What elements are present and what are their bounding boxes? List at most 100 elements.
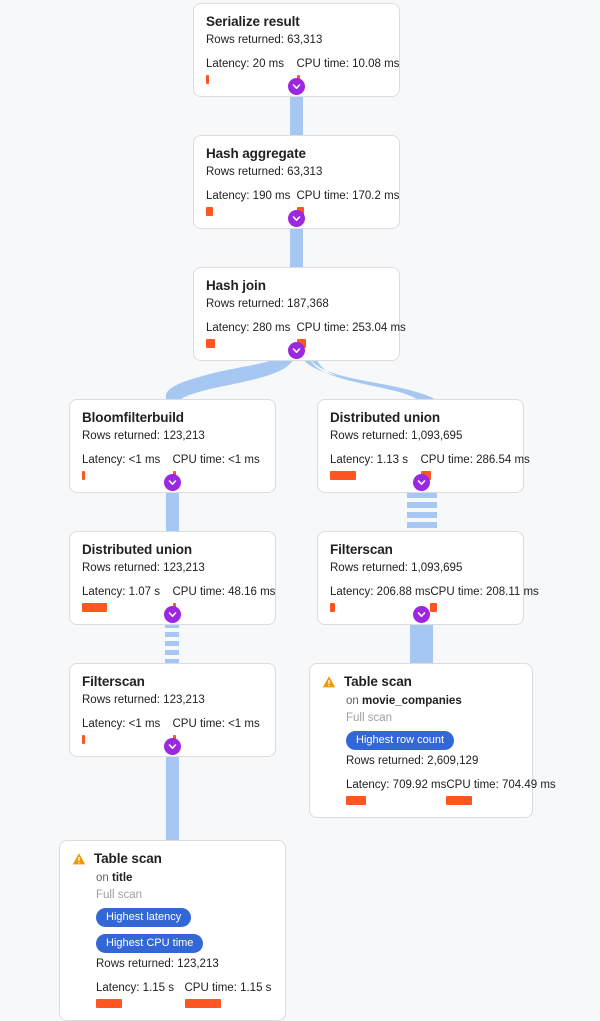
latency-bar: [330, 602, 335, 612]
node-badges: Highest row count: [346, 730, 520, 750]
node-header: Filterscan: [330, 542, 511, 559]
chevron-down-icon: [168, 612, 177, 617]
node-title: Filterscan: [82, 674, 145, 689]
cpu-label: CPU time: 10.08 ms: [296, 57, 400, 70]
node-header: Hash join: [206, 278, 387, 295]
latency-label: Latency: 1.15 s: [96, 982, 174, 995]
latency-metric: Latency: 190 ms: [206, 189, 297, 216]
plan-node-table-scan-movie-companies[interactable]: Table scan on movie_companies Full scan …: [309, 663, 556, 818]
node-metrics: Latency: 20 ms CPU time: 10.08 ms: [206, 57, 399, 84]
plan-node-distributed-union-left[interactable]: Distributed union Rows returned: 123,213…: [69, 531, 276, 625]
rows-returned: Rows returned: 123,213: [96, 958, 219, 971]
latency-bar: [96, 999, 122, 1009]
latency-bar: [330, 470, 356, 480]
node-title: Hash join: [206, 278, 266, 293]
cpu-label: CPU time: 1.15 s: [184, 982, 272, 995]
cpu-metric: CPU time: 1.15 s: [184, 981, 274, 1009]
latency-bar: [206, 206, 213, 216]
edge-tablescanmc-filterscanright: [410, 613, 433, 663]
node-header: Table scan: [322, 674, 520, 694]
node-header: Distributed union: [82, 542, 263, 559]
rows-returned: Rows returned: 123,213: [82, 693, 205, 706]
chevron-down-icon: [292, 84, 301, 89]
node-title: Hash aggregate: [206, 146, 306, 161]
cpu-label: CPU time: 704.49 ms: [446, 779, 556, 791]
latency-bar: [82, 602, 107, 612]
rows-returned: Rows returned: 63,313: [206, 33, 323, 46]
node-title: Bloomfilterbuild: [82, 410, 184, 425]
latency-bar: [206, 338, 215, 348]
node-title: Serialize result: [206, 14, 300, 29]
on-prefix: on: [346, 695, 359, 707]
chevron-down-icon: [417, 612, 426, 617]
collapse-toggle-distributed-union-right[interactable]: [413, 474, 430, 491]
rows-returned: Rows returned: 123,213: [82, 561, 205, 574]
cpu-label: CPU time: <1 ms: [172, 717, 260, 730]
cpu-metric: CPU time: 253.04 ms: [296, 321, 406, 348]
node-metrics: Latency: 206.88 ms CPU time: 208.11 ms: [330, 585, 539, 612]
cpu-metric: CPU time: 208.11 ms: [430, 585, 539, 612]
cpu-metric: CPU time: 48.16 ms: [172, 585, 276, 612]
node-metrics: Latency: 709.92 ms CPU time: 704.49 ms: [322, 778, 556, 805]
chevron-down-icon: [292, 348, 301, 353]
node-header: Table scan: [72, 851, 273, 871]
node-metrics: Latency: 1.07 s CPU time: 48.16 ms: [82, 585, 275, 612]
node-title: Distributed union: [330, 410, 441, 425]
node-title: Distributed union: [82, 542, 193, 557]
cpu-bar: [184, 999, 221, 1009]
cpu-metric: CPU time: 170.2 ms: [296, 189, 400, 216]
collapse-toggle-distributed-union-left[interactable]: [164, 606, 181, 623]
cpu-metric: CPU time: <1 ms: [172, 717, 264, 744]
latency-bar: [82, 734, 85, 744]
cpu-label: CPU time: <1 ms: [172, 453, 260, 466]
collapse-toggle-filterscan-right[interactable]: [413, 606, 430, 623]
table-name: title: [112, 872, 133, 884]
rows-returned: Rows returned: 2,609,129: [346, 754, 479, 767]
badge-highest-row-count[interactable]: Highest row count: [346, 730, 455, 750]
chevron-down-icon: [292, 216, 301, 221]
cpu-label: CPU time: 48.16 ms: [172, 585, 276, 598]
edge-distunionleft-bloomfilterbuild: [166, 481, 179, 531]
latency-metric: Latency: <1 ms: [82, 453, 173, 480]
rows-returned: Rows returned: 1,093,695: [330, 429, 463, 442]
scan-type: Full scan: [96, 888, 143, 901]
cpu-label: CPU time: 253.04 ms: [296, 321, 406, 334]
node-title: Table scan: [344, 674, 412, 689]
latency-metric: Latency: 709.92 ms: [346, 778, 446, 805]
warning-triangle-icon: [72, 852, 86, 871]
latency-label: Latency: 20 ms: [206, 57, 284, 70]
latency-label: Latency: 206.88 ms: [330, 585, 431, 598]
scan-target: on title: [96, 871, 273, 887]
badge-highest-cpu-time[interactable]: Highest CPU time: [96, 933, 204, 954]
collapse-toggle-hash-aggregate[interactable]: [288, 210, 305, 227]
plan-node-table-scan-title[interactable]: Table scan on title Full scan Highest la…: [59, 840, 286, 1021]
collapse-toggle-hash-join[interactable]: [288, 342, 305, 359]
cpu-metric: CPU time: 286.54 ms: [420, 453, 530, 480]
node-header: Serialize result: [206, 14, 387, 31]
on-prefix: on: [96, 872, 109, 884]
collapse-toggle-bloomfilterbuild[interactable]: [164, 474, 181, 491]
latency-label: Latency: 190 ms: [206, 189, 291, 202]
cpu-metric: CPU time: 10.08 ms: [296, 57, 400, 84]
node-header: Bloomfilterbuild: [82, 410, 263, 427]
warning-triangle-icon: [322, 675, 336, 694]
chevron-down-icon: [168, 480, 177, 485]
badge-highest-latency[interactable]: Highest latency: [96, 907, 192, 927]
cpu-metric: CPU time: <1 ms: [172, 453, 264, 480]
latency-label: Latency: 280 ms: [206, 321, 291, 334]
rows-returned: Rows returned: 63,313: [206, 165, 323, 178]
node-metrics: Latency: 1.15 s CPU time: 1.15 s: [72, 981, 274, 1009]
latency-label: Latency: 709.92 ms: [346, 779, 447, 791]
cpu-label: CPU time: 170.2 ms: [296, 189, 400, 202]
collapse-toggle-serialize-result[interactable]: [288, 78, 305, 95]
rows-returned: Rows returned: 123,213: [82, 429, 205, 442]
latency-metric: Latency: 1.13 s: [330, 453, 421, 480]
cpu-bar: [430, 602, 438, 612]
latency-bar: [82, 470, 85, 480]
cpu-label: CPU time: 286.54 ms: [420, 453, 530, 466]
node-header: Hash aggregate: [206, 146, 387, 163]
cpu-label: CPU time: 208.11 ms: [430, 585, 539, 598]
latency-metric: Latency: 206.88 ms: [330, 585, 430, 612]
collapse-toggle-filterscan-left[interactable]: [164, 738, 181, 755]
